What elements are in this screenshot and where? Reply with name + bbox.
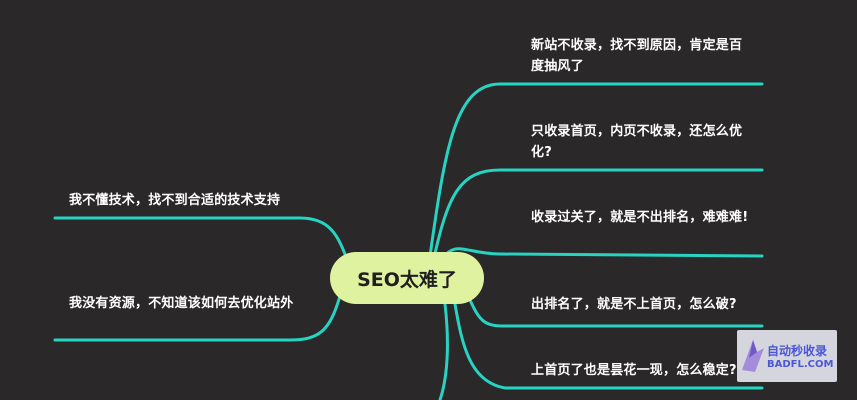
right-branch-1-label: 新站不收录，找不到原因，肯定是百度抽风了 xyxy=(531,38,743,74)
connector-left-2 xyxy=(53,294,342,342)
connector-right-1 xyxy=(428,82,764,258)
right-branch-3-label: 收录过关了，就是不出排名，难难难! xyxy=(531,210,749,225)
right-branch-2-label: 只收录首页，内页不收录，还怎么优化? xyxy=(531,124,743,160)
connector-right-2 xyxy=(432,168,764,260)
central-node[interactable]: SEO太难了 xyxy=(330,252,484,304)
watermark-badge: 自动秒收录 BADFL.COM xyxy=(737,330,837,382)
watermark-text-domain: BADFL.COM xyxy=(767,359,834,370)
connector-right-5 xyxy=(453,302,764,390)
left-branch-2-label: 我没有资源，不知道该如何去优化站外 xyxy=(69,296,294,311)
connector-right-4 xyxy=(468,298,764,328)
connector-left-1 xyxy=(53,216,350,264)
right-branch-5-label: 上首页了也是昙花一现，怎么稳定? xyxy=(531,363,737,378)
watermark-text-cn: 自动秒收录 xyxy=(767,344,828,358)
connector-right-3 xyxy=(438,247,764,264)
right-branch-4-label: 出排名了，就是不上首页，怎么破? xyxy=(531,297,737,312)
watermark-logo-icon xyxy=(742,340,764,372)
left-branch-1-label: 我不懂技术，找不到合适的技术支持 xyxy=(69,193,281,208)
connector-right-6 xyxy=(438,302,449,400)
